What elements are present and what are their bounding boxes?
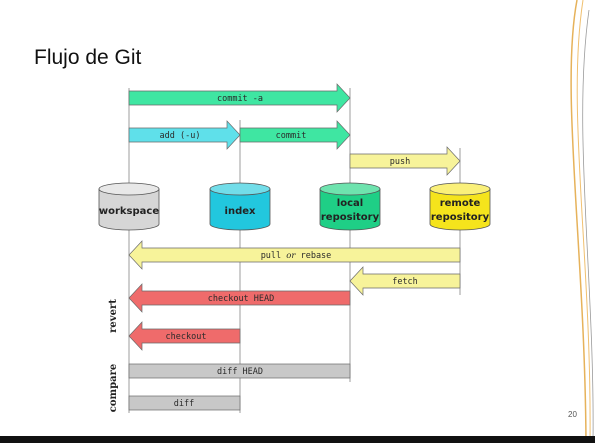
revert-side-label: revert [108, 299, 119, 333]
bottom-border [0, 436, 595, 443]
bar-diff-head: diff HEAD [128, 363, 351, 379]
checkout-head-label: checkout HEAD [208, 294, 275, 304]
checkout-label: checkout [166, 332, 207, 342]
arrow-pull-rebase: pull or rebase [128, 240, 461, 270]
local-label-line1: local [337, 198, 363, 209]
slide-title: Flujo de Git [34, 46, 142, 69]
workspace-label: workspace [99, 206, 159, 217]
bar-diff: diff [128, 395, 241, 411]
decorative-curves [570, 0, 594, 443]
commit-all-label: commit -a [217, 94, 263, 104]
diff-head-label: diff HEAD [217, 367, 263, 377]
storage-local-repository: local repository [319, 182, 381, 231]
push-label: push [390, 157, 410, 167]
storage-workspace: workspace [98, 182, 160, 231]
arrow-checkout-head: checkout HEAD [128, 283, 351, 313]
fetch-label: fetch [392, 277, 418, 287]
commit-label: commit [276, 131, 307, 141]
storage-remote-repository: remote repository [429, 182, 491, 231]
arrow-checkout: checkout [128, 321, 241, 351]
or-word: or [286, 251, 296, 261]
arrow-push: push [349, 146, 461, 176]
add-label: add (-u) [160, 131, 201, 141]
storage-index: index [209, 182, 271, 231]
local-label-line2: repository [321, 212, 380, 223]
arrow-commit: commit [239, 120, 351, 150]
diff-label: diff [174, 399, 194, 409]
page-number: 20 [568, 410, 577, 419]
remote-label-line1: remote [440, 198, 481, 209]
arrow-fetch: fetch [349, 266, 461, 296]
arrow-add: add (-u) [128, 120, 241, 150]
compare-side-label: compare [108, 364, 119, 412]
index-label: index [225, 206, 256, 217]
pull-rebase-label: pull or rebase [261, 251, 332, 261]
arrow-commit-all: commit -a [128, 83, 351, 113]
rebase-word: rebase [295, 251, 331, 261]
pull-word: pull [261, 251, 287, 261]
remote-label-line2: repository [431, 212, 490, 223]
